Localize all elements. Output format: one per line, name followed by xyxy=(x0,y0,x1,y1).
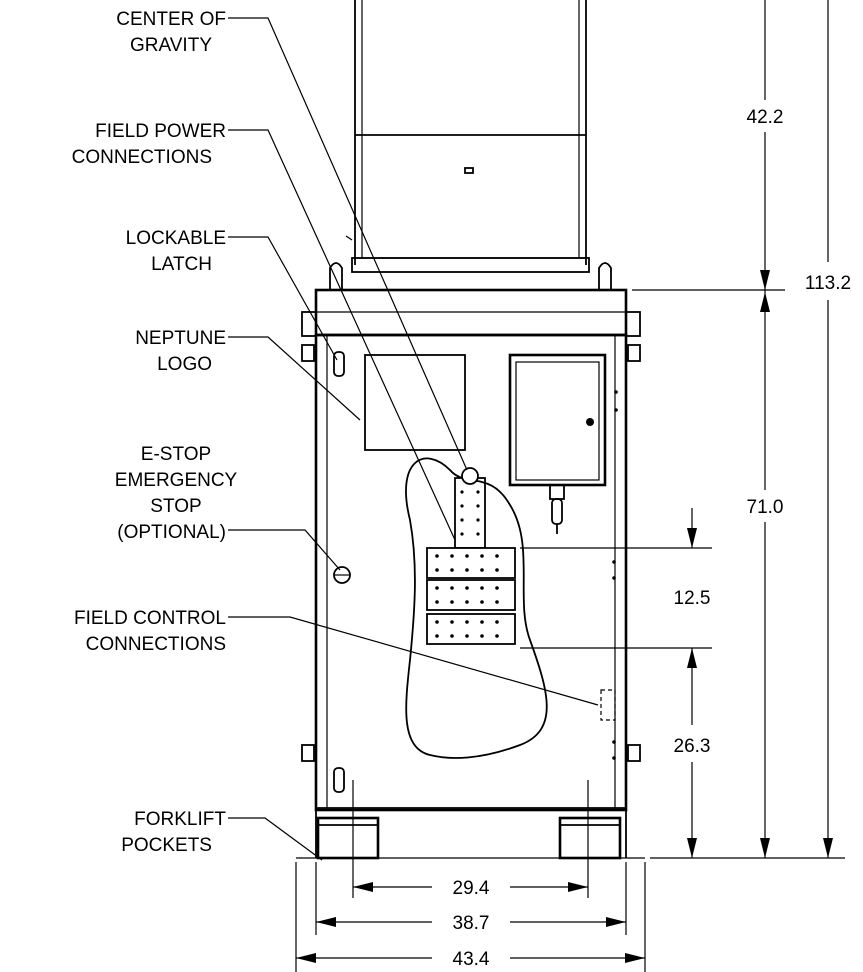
column-latch-icon xyxy=(464,167,474,174)
callout-field-control-line1: FIELD CONTROL xyxy=(74,608,226,629)
dim-connection-span: 12.5 xyxy=(674,588,711,609)
cutaway-outline xyxy=(405,457,548,759)
callout-forklift-line1: FORKLIFT xyxy=(134,809,226,830)
callout-estop-line1: E-STOP xyxy=(141,444,211,465)
bus-bar-icon xyxy=(454,477,486,549)
callout-labels: CENTER OF GRAVITY FIELD POWER CONNECTION… xyxy=(72,9,238,856)
dim-overall-width: 43.4 xyxy=(453,949,490,970)
vertical-dimensions xyxy=(520,0,845,859)
callout-field-power-line1: FIELD POWER xyxy=(95,121,226,142)
control-box xyxy=(508,353,607,534)
callout-lockable-latch-line1: LOCKABLE xyxy=(126,228,226,249)
cabinet-body xyxy=(301,288,641,812)
callout-center-of-gravity-line1: CENTER OF xyxy=(116,9,226,30)
horizontal-dimensions xyxy=(295,810,646,972)
dim-overall-height: 113.2 xyxy=(805,273,851,294)
callout-field-control-line2: CONNECTIONS xyxy=(86,634,226,655)
hinge-icon xyxy=(301,344,641,762)
forklift-pockets xyxy=(296,810,645,860)
callout-neptune-logo-line2: LOGO xyxy=(157,354,212,375)
lifting-eye-icon xyxy=(598,262,612,290)
callout-estop-line3: STOP xyxy=(150,496,201,517)
vertical-dimension-labels: 42.2 113.2 71.0 12.5 26.3 xyxy=(674,107,852,757)
horizontal-dimension-labels: 29.4 38.7 43.4 xyxy=(453,878,490,970)
control-terminal-icon xyxy=(600,689,616,721)
callout-leaders xyxy=(228,17,599,861)
dim-pocket-spacing: 29.4 xyxy=(453,878,490,899)
latch-handle-icon xyxy=(333,351,345,377)
lifting-eye-icon xyxy=(329,262,343,290)
dim-lower-height: 26.3 xyxy=(674,736,711,757)
dim-cabinet-height: 71.0 xyxy=(747,497,784,518)
callout-estop-line4: (OPTIONAL) xyxy=(117,522,226,543)
callout-field-power-line2: CONNECTIONS xyxy=(72,147,212,168)
dim-cabinet-width: 38.7 xyxy=(453,913,490,934)
terminal-blocks xyxy=(426,547,516,645)
dim-top-height: 42.2 xyxy=(747,107,784,128)
callout-forklift-line2: POCKETS xyxy=(121,835,212,856)
callout-estop-line2: EMERGENCY xyxy=(115,470,238,491)
latch-handle-icon xyxy=(333,767,345,793)
callout-neptune-logo-line1: NEPTUNE xyxy=(135,328,226,349)
callout-center-of-gravity-line2: GRAVITY xyxy=(130,35,212,56)
callout-lockable-latch-line2: LATCH xyxy=(151,254,212,275)
upper-column xyxy=(329,0,612,290)
rivets xyxy=(612,390,618,760)
logo-panel xyxy=(364,354,466,451)
